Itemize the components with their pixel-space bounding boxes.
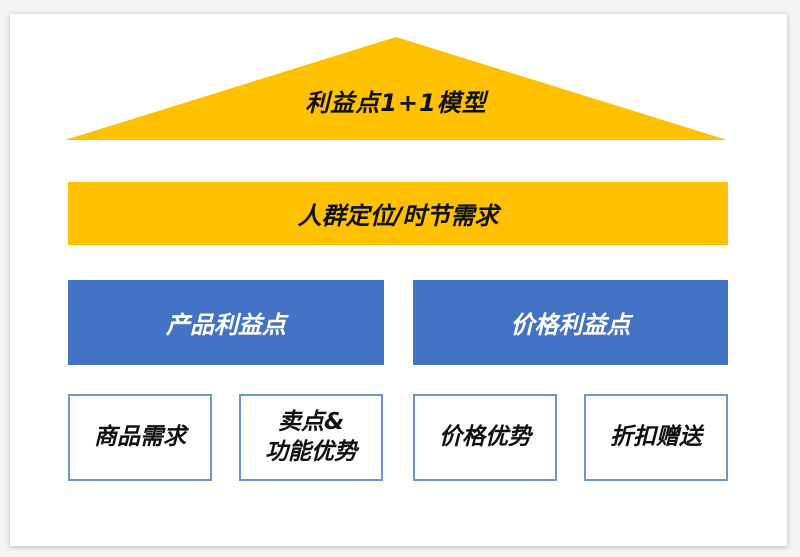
leaf-selling-points-line1: 卖点& (277, 408, 345, 435)
leaf-price-advantage: 价格优势 (413, 394, 557, 481)
leaf-selling-points-line2: 功能优势 (265, 438, 357, 465)
model-title: 利益点1+1模型 (305, 89, 487, 117)
leaf-discount-gifts: 折扣赠送 (584, 394, 728, 481)
pillar-product-benefit: 产品利益点 (68, 280, 384, 365)
foundation-band: 人群定位/时节需求 (68, 182, 728, 245)
leaf-selling-points: 卖点& 功能优势 (239, 394, 383, 481)
leaf-product-demand: 商品需求 (68, 394, 212, 481)
roof-triangle: 利益点1+1模型 (65, 37, 727, 140)
pillar-price-benefit: 价格利益点 (413, 280, 728, 365)
